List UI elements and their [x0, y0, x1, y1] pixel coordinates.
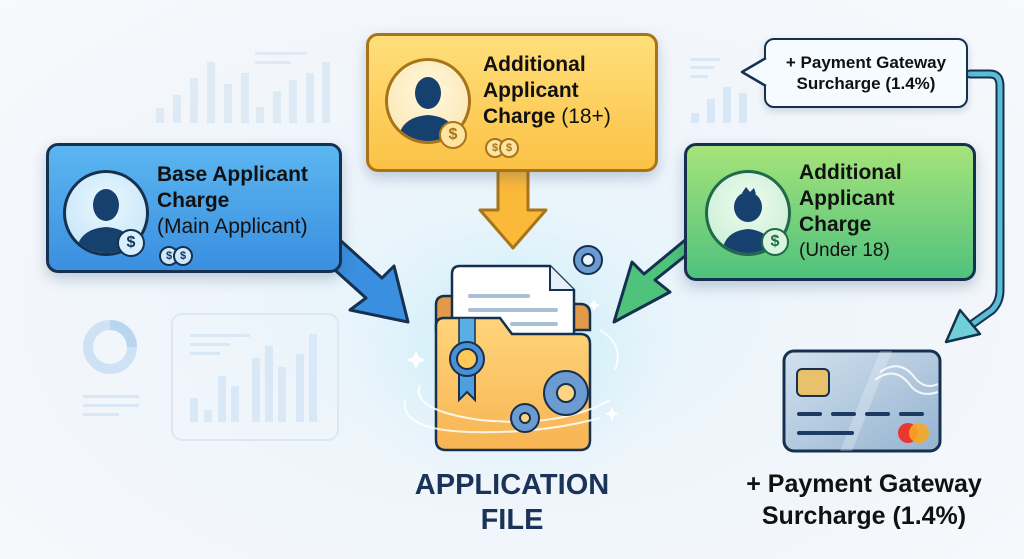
dollar-coin-icon: $ — [499, 138, 519, 158]
label-line: Surcharge (1.4%) — [761, 502, 967, 530]
dollar-coin-icon: $ — [117, 229, 145, 257]
swirl-lines — [403, 329, 619, 434]
bubble-line: Surcharge (1.4%) — [796, 74, 936, 93]
base-applicant-card[interactable]: $ Base Applicant Charge (Main Applicant)… — [46, 143, 342, 273]
card-title: Additional Applicant Charge (Under 18) — [799, 160, 902, 264]
card-subtitle: (Under 18) — [799, 240, 890, 261]
award-ribbon-icon — [449, 317, 485, 403]
minor-applicant-card[interactable]: $ Additional Applicant Charge (Under 18) — [684, 143, 976, 281]
dollar-coin-icon: $ — [173, 246, 193, 266]
card-subtitle: (Main Applicant) — [157, 215, 308, 238]
label-line: + Payment Gateway — [746, 470, 982, 498]
gear-icon — [543, 370, 589, 416]
label-line: APPLICATION — [414, 469, 610, 501]
avatar — [385, 58, 471, 144]
application-file-label: APPLICATION FILE — [402, 468, 622, 538]
title-line: Charge — [157, 189, 230, 212]
background-dashboard-panel — [83, 313, 339, 441]
dollar-coin-icon: $ — [439, 121, 467, 149]
surcharge-bubble[interactable]: + Payment Gateway Surcharge (1.4%) — [764, 38, 968, 108]
title-line: Additional — [799, 161, 902, 184]
background-bar-chart-right — [690, 58, 747, 123]
title-line: Charge — [799, 213, 872, 236]
dollar-coin-icon: $ — [761, 228, 789, 256]
background-bar-chart-top — [156, 52, 330, 123]
title-line: Base Applicant — [157, 163, 308, 186]
card-title: Base Applicant Charge (Main Applicant) — [157, 162, 308, 240]
yellow-arrow — [478, 163, 548, 250]
adult-applicant-card[interactable]: $ Additional Applicant Charge (18+) $ $ — [366, 33, 658, 172]
sparkle-icon — [407, 299, 619, 421]
bubble-line: + Payment Gateway — [785, 53, 947, 72]
card-chip — [796, 368, 830, 397]
gear-icon — [573, 245, 603, 275]
title-line: Applicant — [799, 187, 895, 210]
title-line: Charge — [483, 105, 556, 128]
title-line: Applicant — [483, 79, 579, 102]
teal-arrowhead — [944, 308, 982, 344]
label-line: FILE — [480, 504, 544, 536]
gear-icon — [510, 403, 540, 433]
card-title: Additional Applicant Charge (18+) — [483, 52, 611, 130]
card-qualifier: (18+) — [561, 105, 611, 128]
title-line: Additional — [483, 53, 586, 76]
payment-surcharge-label: + Payment Gateway Surcharge (1.4%) — [716, 468, 1012, 532]
